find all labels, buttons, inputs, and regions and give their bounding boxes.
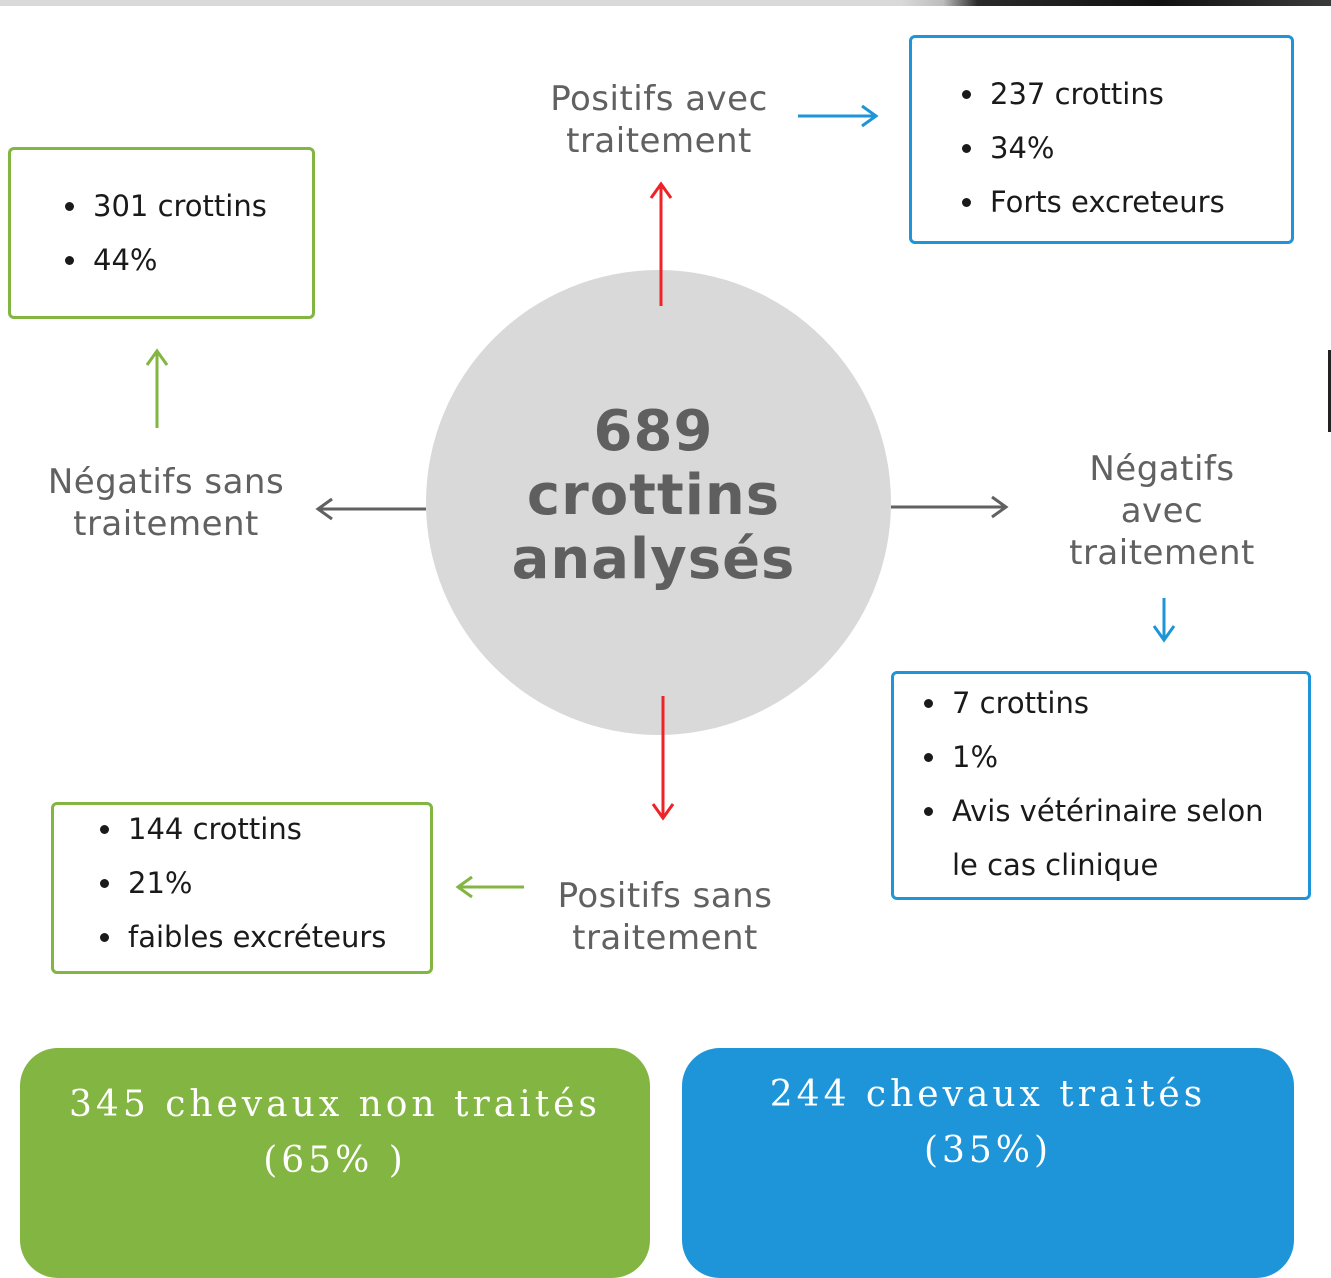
center-unit: crottins (526, 463, 781, 528)
box-negatifs-avec-traitement: 7 crottins 1% Avis vétérinaire selon le … (891, 671, 1311, 900)
top-border (0, 0, 900, 6)
arrow-down-red-head (651, 803, 675, 821)
arrow-left-green-head (455, 875, 473, 899)
list-item: 301 crottins (57, 179, 312, 233)
arrow-right-gray-head (991, 495, 1009, 519)
label-positifs-sans-traitement: Positifs sans traitement (527, 875, 803, 959)
list-item: Avis vétérinaire selon (916, 784, 1308, 838)
list-item: 34% (954, 121, 1291, 175)
arrow-up-red-head (649, 181, 673, 199)
arrow-left-gray-head (315, 497, 333, 521)
label-line: Positifs avec (550, 79, 768, 119)
summary-untreated-horses: 345 chevaux non traités (65% ) (20, 1048, 650, 1278)
label-line: avec (1120, 491, 1204, 531)
summary-line: 345 chevaux non traités (69, 1084, 601, 1125)
summary-line: (35%) (923, 1130, 1053, 1171)
list-item: 7 crottins (916, 676, 1308, 730)
label-line: traitement (572, 918, 758, 958)
summary-line: (65% ) (263, 1140, 407, 1181)
list-item: Forts excreteurs (954, 175, 1291, 229)
label-positifs-avec-traitement: Positifs avec traitement (520, 78, 798, 162)
label-negatifs-sans-traitement: Négatifs sans traitement (20, 461, 312, 545)
top-corner-image (900, 0, 1331, 6)
box-negatifs-sans-traitement: 301 crottins 44% (8, 147, 315, 319)
center-status: analysés (511, 527, 796, 592)
list-item: faibles excréteurs (92, 910, 430, 964)
list-item-continued: le cas clinique (952, 848, 1159, 882)
center-circle (426, 270, 891, 735)
label-line: traitement (73, 504, 259, 544)
center-count: 689 (593, 399, 714, 464)
list-item: 21% (92, 856, 430, 910)
box-positifs-avec-traitement: 237 crottins 34% Forts excreteurs (909, 35, 1294, 244)
list-item: 144 crottins (92, 802, 430, 856)
right-edge-image (1328, 350, 1331, 432)
box-positifs-sans-traitement: 144 crottins 21% faibles excréteurs (51, 802, 433, 974)
summary-treated-horses: 244 chevaux traités (35%) (682, 1048, 1294, 1278)
arrow-down-blue-head (1152, 625, 1176, 643)
list-item: 237 crottins (954, 67, 1291, 121)
center-title: 689 crottins analysés (426, 400, 881, 592)
list-item: 1% (916, 730, 1308, 784)
arrow-right-blue-head (861, 104, 879, 128)
list-item: 44% (57, 233, 312, 287)
summary-line: 244 chevaux traités (769, 1074, 1207, 1115)
label-line: Positifs sans (557, 876, 773, 916)
label-line: traitement (1069, 533, 1255, 573)
label-line: Négatifs sans (47, 462, 285, 502)
label-line: traitement (566, 121, 752, 161)
label-line: Négatifs (1089, 449, 1235, 489)
label-negatifs-avec-traitement: Négatifs avec traitement (1030, 448, 1294, 574)
arrow-up-green-head (145, 348, 169, 366)
